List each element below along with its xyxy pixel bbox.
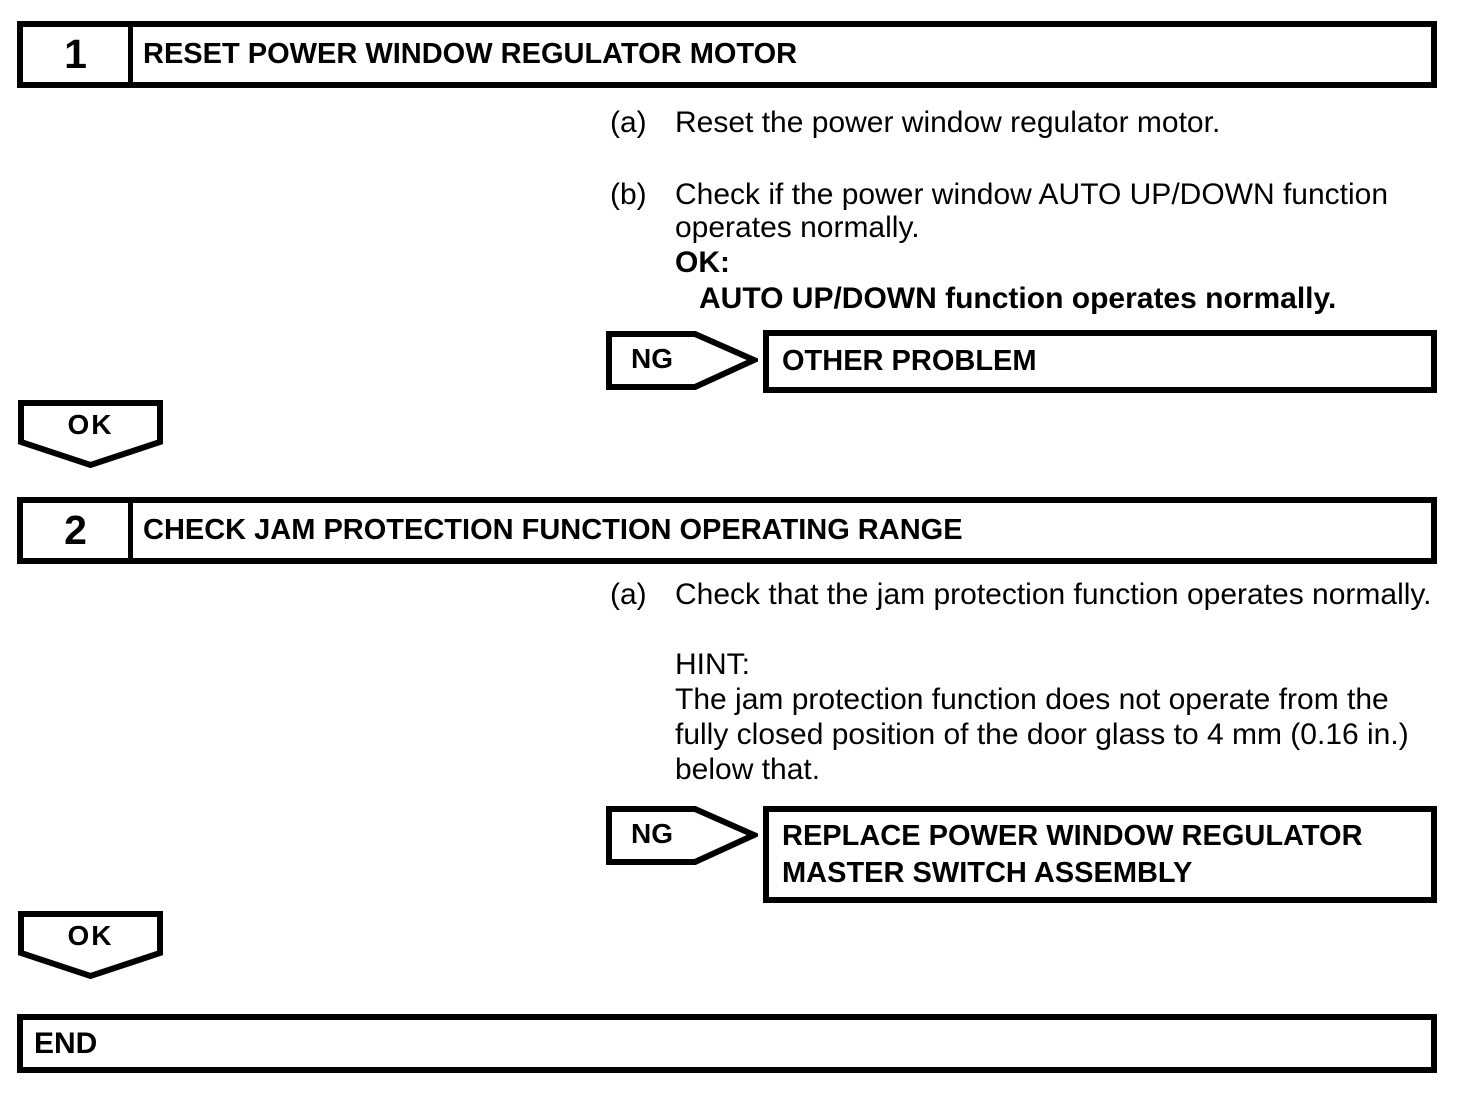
step2-hint-line2: fully closed position of the door glass … (675, 718, 1409, 751)
step1-item-a-label: (a) (610, 106, 647, 139)
step2-ng-result-box: REPLACE POWER WINDOW REGULATOR MASTER SW… (763, 806, 1437, 903)
step1-ok-connector: OK (18, 400, 163, 470)
step2-title: CHECK JAM PROTECTION FUNCTION OPERATING … (143, 514, 963, 546)
ok-pentagon-icon (18, 911, 163, 980)
step1-header: 1 RESET POWER WINDOW REGULATOR MOTOR (17, 21, 1437, 88)
step2-ng-connector: NG (606, 806, 758, 866)
step1-ng-label: NG (631, 343, 673, 374)
step2-ng-result-line2: MASTER SWITCH ASSEMBLY (782, 856, 1193, 889)
step1-ok-connector-label: OK (67, 409, 114, 440)
step1-ng-result-box: OTHER PROBLEM (763, 330, 1437, 393)
step1-item-b-label: (b) (610, 178, 647, 211)
step1-ng-connector: NG (606, 331, 758, 391)
step2-ng-result-line1: REPLACE POWER WINDOW REGULATOR (782, 819, 1363, 852)
step1-number: 1 (23, 27, 133, 82)
step2-hint-heading: HINT: (675, 648, 750, 681)
step1-item-b-line2: operates normally. (675, 211, 920, 244)
step1-title: RESET POWER WINDOW REGULATOR MOTOR (143, 38, 798, 70)
end-label: END (34, 1026, 98, 1060)
step1-ok-condition: AUTO UP/DOWN function operates normally. (699, 282, 1337, 315)
step2-number: 2 (23, 503, 133, 558)
step2-ok-connector-label: OK (67, 920, 114, 951)
ok-pentagon-icon (18, 400, 163, 469)
step1-ok-heading: OK: (675, 246, 730, 279)
step2-ng-label: NG (631, 818, 673, 849)
step2-ok-connector: OK (18, 911, 163, 981)
step1-ng-result: OTHER PROBLEM (782, 345, 1037, 377)
step2-header: 2 CHECK JAM PROTECTION FUNCTION OPERATIN… (17, 497, 1437, 564)
step1-item-a-text: Reset the power window regulator motor. (675, 106, 1221, 139)
step2-item-a-text: Check that the jam protection function o… (675, 578, 1432, 611)
step2-item-a-label: (a) (610, 578, 647, 611)
step1-item-b-line1: Check if the power window AUTO UP/DOWN f… (675, 178, 1389, 211)
ng-arrow-icon (606, 331, 758, 390)
step2-hint-line3: below that. (675, 753, 821, 786)
end-box: END (17, 1014, 1437, 1073)
ng-arrow-icon (606, 806, 758, 865)
step2-hint-line1: The jam protection function does not ope… (675, 683, 1389, 716)
